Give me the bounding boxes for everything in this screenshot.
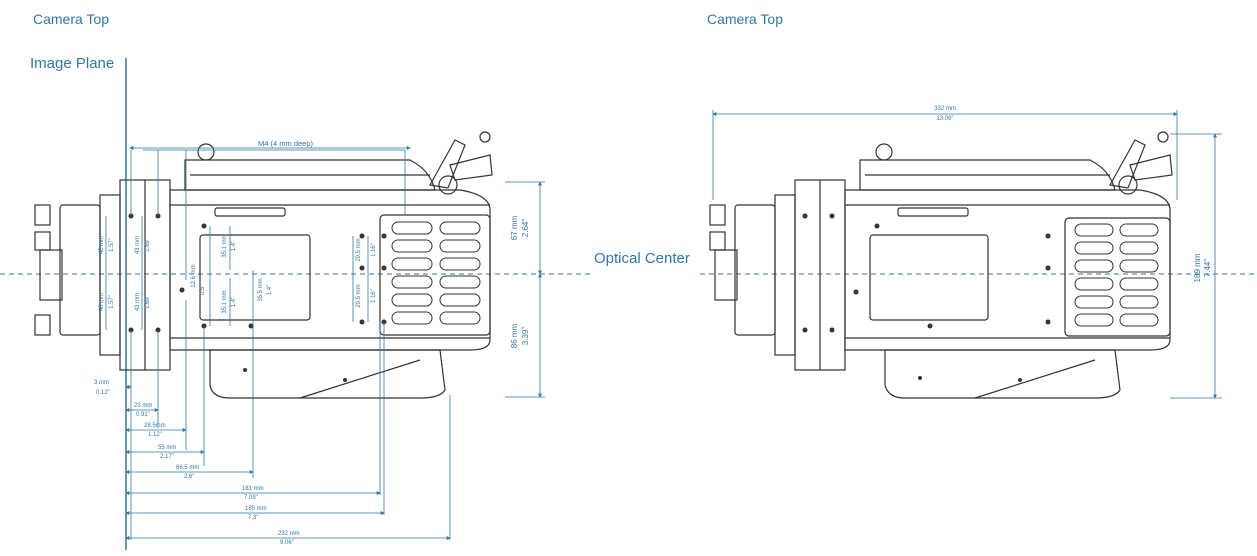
d232-in: 9.06" [280, 540, 294, 546]
left-dimension-texts: M4 (4 mm deep) 67 mm 2.64" 86 mm 3.39" 3… [94, 139, 530, 546]
r29b-mm: 29.5 mm [356, 284, 362, 307]
optical-center-label: Optical Center [594, 250, 690, 267]
d665-mm: 66.5 mm [176, 465, 199, 471]
m12-in: 0.5" [200, 285, 206, 295]
m12-mm: 12.6 mm [191, 264, 197, 287]
title-left: Camera Top [33, 11, 110, 27]
v43-bot-mm: 43 mm [135, 293, 141, 311]
left-dimension-lines [105, 146, 545, 540]
d23-in: 0.91" [136, 412, 150, 418]
m35b-in: 1.4" [231, 297, 237, 307]
height-top-in: 2.64" [521, 219, 530, 238]
m35c-in: 1.4" [267, 285, 273, 295]
title-right: Camera Top [707, 11, 784, 27]
height-bottom-in: 3.39" [521, 327, 530, 346]
length-mm: 332 mm [934, 106, 956, 112]
v43-top-in: 1.69" [145, 238, 151, 252]
v40-bot-in: 1.57" [109, 295, 115, 309]
v40-top-mm: 40 mm [99, 236, 105, 254]
r29b-in: 1.16" [371, 289, 377, 303]
m35c-mm: 35.5 mm [258, 278, 264, 301]
height-mm: 189 mm [1193, 253, 1202, 282]
d55-mm: 55 mm [158, 445, 176, 451]
camera-body-left [34, 131, 493, 399]
d665-in: 2.6" [184, 474, 194, 480]
m35b-mm: 35.1 mm [222, 290, 228, 313]
image-plane-label: Image Plane [30, 55, 115, 72]
r29a-in: 1.16" [371, 243, 377, 257]
v43-top-mm: 43 mm [135, 236, 141, 254]
m35a-mm: 35.1 mm [222, 234, 228, 257]
right-dimension-lines [712, 110, 1222, 399]
d55-in: 2.17" [160, 454, 174, 460]
v40-top-in: 1.57" [109, 238, 115, 252]
d181-in: 7.09" [244, 495, 258, 501]
d185-in: 7.3" [248, 515, 258, 521]
d3-mm: 3 mm [94, 380, 109, 386]
height-bottom-mm: 86 mm [510, 323, 519, 348]
d285-in: 1.12" [148, 432, 162, 438]
height-top-mm: 67 mm [510, 215, 519, 240]
r29a-mm: 29.5 mm [356, 238, 362, 261]
d232-mm: 232 mm [278, 531, 300, 537]
m4-label: M4 (4 mm deep) [258, 139, 314, 148]
v43-bot-in: 1.69" [145, 295, 151, 309]
height-in: 7.44" [1203, 259, 1212, 278]
camera-body-right [709, 131, 1173, 399]
d285-mm: 28.5mm [144, 423, 166, 429]
d23-mm: 23 mm [134, 403, 152, 409]
right-dimension-texts: 332 mm 13.06" 189 mm 7.44" [934, 106, 1212, 282]
m35a-in: 1.4" [231, 241, 237, 251]
d181-mm: 181 mm [242, 486, 264, 492]
d3-in: 0.12" [96, 390, 110, 396]
d185-mm: 185 mm [245, 506, 267, 512]
v40-bot-mm: 40 mm [99, 293, 105, 311]
length-in: 13.06" [936, 116, 953, 122]
